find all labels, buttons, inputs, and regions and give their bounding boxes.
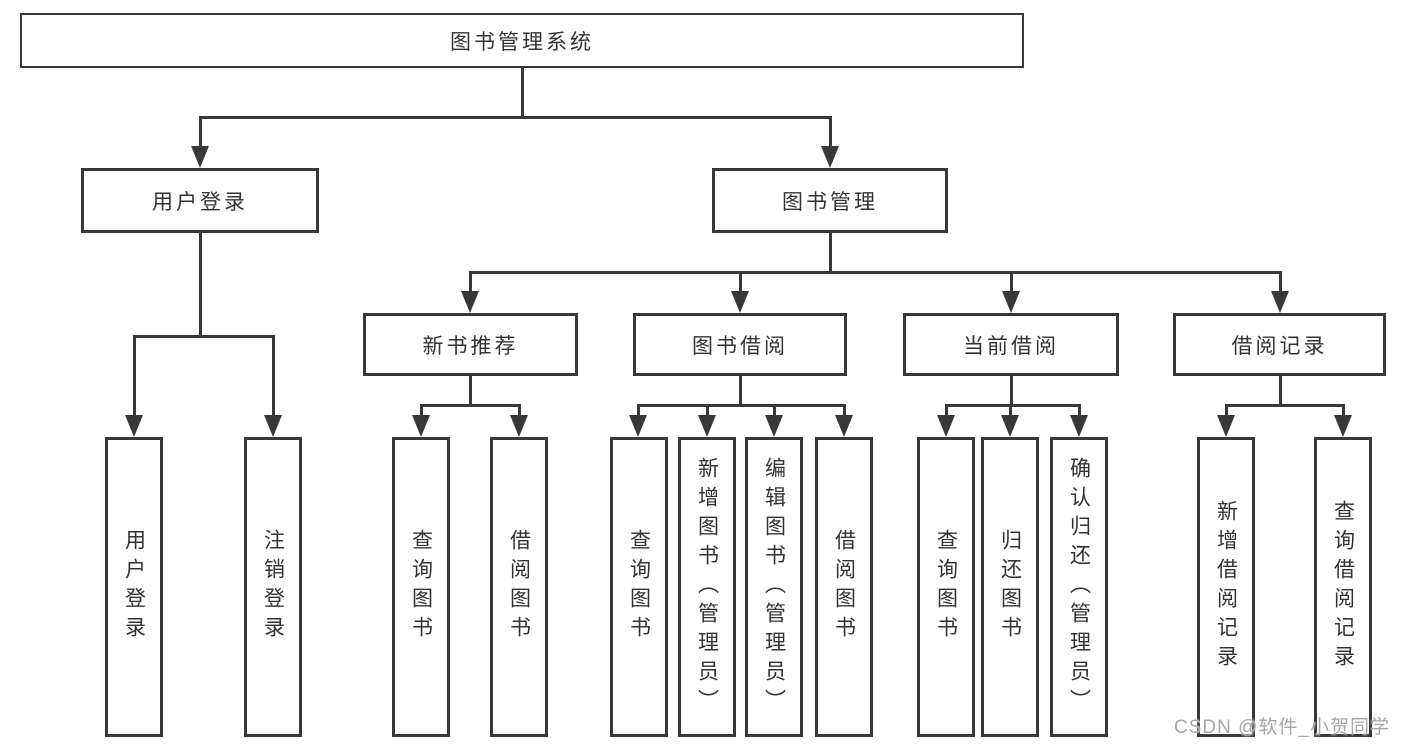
arrowhead-down-icon [125, 415, 143, 437]
connector-user-login-stem [199, 233, 202, 337]
connector-drop [1225, 404, 1228, 417]
leaf-user-login: 用户登录 [105, 437, 163, 737]
connector-current-borrowing-horizontal [945, 404, 1081, 407]
arrowhead-down-icon [1217, 415, 1235, 437]
node-borrowing-records: 借阅记录 [1173, 313, 1386, 376]
leaf-edit-book-admin: 编辑图书（管理员） [745, 437, 803, 737]
connector-drop [1078, 404, 1081, 417]
node-user-login: 用户登录 [81, 168, 319, 233]
connector-drop [773, 404, 776, 417]
connector-borrowing-records-horizontal [1225, 404, 1345, 407]
arrowhead-down-icon [1070, 415, 1088, 437]
connector-borrowing-records-stem [1279, 376, 1282, 407]
connector-new-book-stem [469, 376, 472, 407]
node-book-management: 图书管理 [712, 168, 948, 233]
connector-root-stem [521, 66, 524, 118]
connector-drop [843, 404, 846, 417]
node-new-book-recommendation: 新书推荐 [363, 313, 578, 376]
connector-drop [420, 404, 423, 417]
leaf-return-books: 归还图书 [981, 437, 1039, 737]
leaf-query-books-recommend: 查询图书 [392, 437, 450, 737]
connector-drop [1009, 404, 1012, 417]
connector-book-management-stem [829, 233, 832, 274]
arrowhead-down-icon [765, 415, 783, 437]
connector-drop-book-management [829, 116, 832, 148]
leaf-query-borrow-record: 查询借阅记录 [1314, 437, 1372, 737]
connector-drop-leaf-user-login [133, 335, 136, 417]
leaf-add-book-admin: 新增图书（管理员） [678, 437, 736, 737]
leaf-borrow-books-borrowing: 借阅图书 [815, 437, 873, 737]
connector-drop-current-borrowing [1010, 271, 1013, 293]
leaf-logout: 注销登录 [244, 437, 302, 737]
node-current-borrowing: 当前借阅 [903, 313, 1119, 376]
arrowhead-down-icon [412, 415, 430, 437]
connector-drop [637, 404, 640, 417]
leaf-query-books-current: 查询图书 [917, 437, 975, 737]
connector-drop-new-book [469, 271, 472, 293]
node-root: 图书管理系统 [20, 13, 1024, 68]
leaf-query-books-borrowing: 查询图书 [610, 437, 668, 737]
connector-drop [518, 404, 521, 417]
connector-drop-user-login [199, 116, 202, 148]
arrowhead-down-icon [821, 146, 839, 168]
leaf-borrow-books-recommend: 借阅图书 [490, 437, 548, 737]
arrowhead-down-icon [1334, 415, 1352, 437]
arrowhead-down-icon [629, 415, 647, 437]
connector-user-login-horizontal [133, 335, 275, 338]
connector-book-borrowing-stem [739, 376, 742, 407]
connector-drop [945, 404, 948, 417]
arrowhead-down-icon [510, 415, 528, 437]
arrowhead-down-icon [835, 415, 853, 437]
arrowhead-down-icon [461, 291, 479, 313]
connector-book-borrowing-horizontal [637, 404, 846, 407]
arrowhead-down-icon [1002, 291, 1020, 313]
connector-root-horizontal [199, 116, 832, 119]
connector-new-book-horizontal [420, 404, 521, 407]
arrowhead-down-icon [731, 291, 749, 313]
arrowhead-down-icon [1271, 291, 1289, 313]
connector-drop-borrowing-records [1279, 271, 1282, 293]
arrowhead-down-icon [1001, 415, 1019, 437]
watermark: CSDN @软件_小贺同学 [1174, 717, 1390, 738]
connector-drop [1342, 404, 1345, 417]
connector-current-borrowing-stem [1010, 376, 1013, 407]
connector-drop-book-borrowing [739, 271, 742, 293]
arrowhead-down-icon [937, 415, 955, 437]
node-book-borrowing: 图书借阅 [633, 313, 847, 376]
leaf-add-borrow-record: 新增借阅记录 [1197, 437, 1255, 737]
connector-drop [706, 404, 709, 417]
arrowhead-down-icon [698, 415, 716, 437]
connector-book-management-horizontal [469, 271, 1282, 274]
arrowhead-down-icon [264, 415, 282, 437]
arrowhead-down-icon [191, 146, 209, 168]
leaf-confirm-return-admin: 确认归还（管理员） [1050, 437, 1108, 737]
connector-drop-leaf-logout [272, 335, 275, 417]
